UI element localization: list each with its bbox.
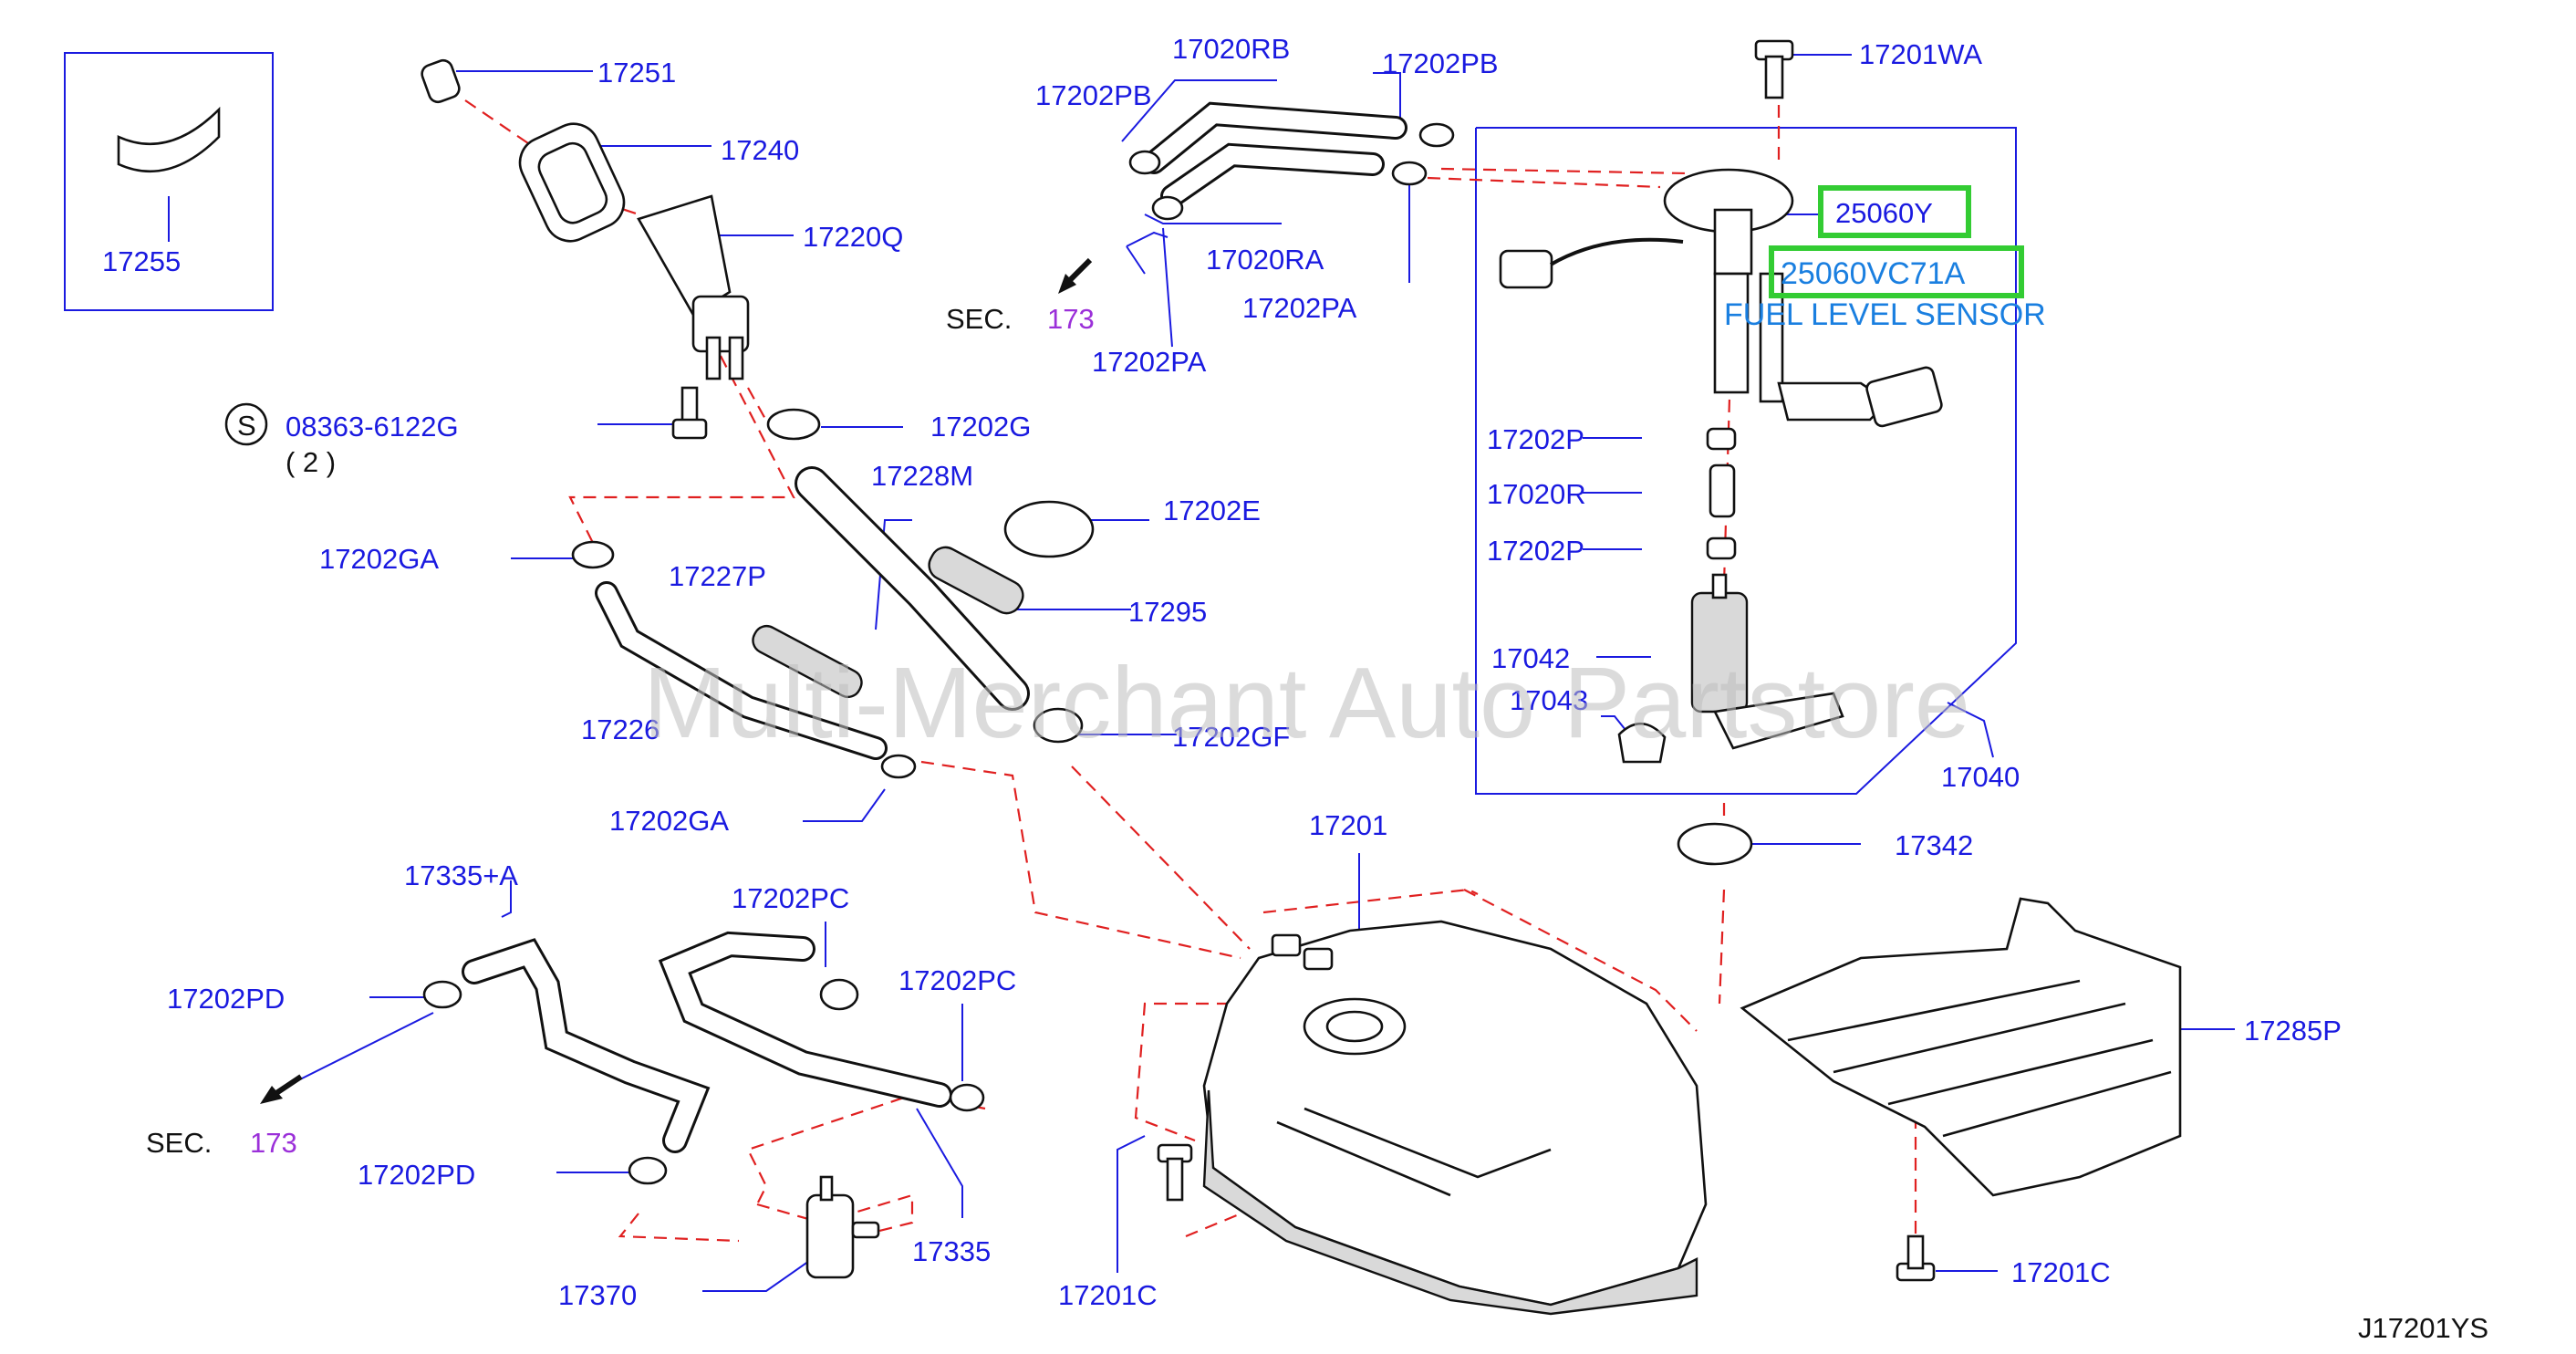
clamp-17202G	[766, 408, 821, 441]
label-17342[interactable]: 17342	[1895, 829, 1973, 861]
detail-frame-17255	[64, 52, 274, 311]
label-17370[interactable]: 17370	[558, 1279, 637, 1311]
bolt-marker-s: S	[237, 410, 256, 442]
fuel-level-sensor	[1865, 366, 1943, 428]
hose-17335	[658, 931, 985, 1112]
label-17202PA-right[interactable]: 17202PA	[1242, 292, 1357, 324]
filler-neck-17220Q	[637, 194, 750, 380]
cap-17251	[421, 58, 461, 104]
label-17201[interactable]: 17201	[1309, 809, 1387, 841]
label-17202PC-right[interactable]: 17202PC	[898, 964, 1016, 996]
clamp-17202E	[1003, 500, 1095, 558]
label-17042[interactable]: 17042	[1491, 642, 1570, 674]
label-17202PD-bottom[interactable]: 17202PD	[358, 1159, 475, 1191]
label-17227P[interactable]: 17227P	[669, 560, 766, 592]
label-17202P-top[interactable]: 17202P	[1487, 423, 1584, 455]
gasket-17342	[1677, 822, 1753, 866]
pump-assembly-frame	[1475, 127, 2017, 795]
bolt-08363	[224, 386, 708, 446]
label-17202PA-left[interactable]: 17202PA	[1092, 346, 1207, 378]
label-17020RB[interactable]: 17020RB	[1172, 33, 1290, 65]
hose-17226	[595, 581, 888, 760]
protector-17285P	[1740, 897, 2182, 1197]
label-17201C-left[interactable]: 17201C	[1058, 1279, 1158, 1311]
sec-arrow-top	[1058, 231, 1169, 294]
sec-label-bottom: SEC.	[146, 1127, 212, 1159]
sec-arrow-bottom	[260, 1074, 303, 1104]
label-25060Y[interactable]: 25060Y	[1835, 197, 1933, 229]
pump-17042	[1690, 573, 1749, 713]
label-17020RA[interactable]: 17020RA	[1206, 244, 1324, 276]
label-17202PD-top[interactable]: 17202PD	[167, 983, 285, 1015]
label-17202E[interactable]: 17202E	[1163, 495, 1261, 526]
label-17202P-bottom[interactable]: 17202P	[1487, 535, 1584, 567]
label-17240[interactable]: 17240	[721, 134, 799, 166]
label-17040[interactable]: 17040	[1941, 761, 2020, 793]
label-17285P[interactable]: 17285P	[2244, 1015, 2342, 1047]
label-17202PB-right[interactable]: 17202PB	[1382, 47, 1499, 79]
label-fuel-level-sensor: FUEL LEVEL SENSOR	[1724, 297, 2046, 332]
clamp-17202P-bottom	[1706, 536, 1737, 560]
sec-number-top[interactable]: 173	[1047, 303, 1095, 335]
watermark-text: Multi-Merchant Auto Partstore	[643, 647, 1970, 759]
highlight-box-25060Y	[1818, 185, 1971, 238]
bracket-17255	[117, 106, 221, 173]
seal-17240	[518, 122, 626, 243]
label-17020R[interactable]: 17020R	[1487, 478, 1586, 510]
clamp-17202P-top	[1706, 427, 1737, 451]
label-17201WA[interactable]: 17201WA	[1859, 38, 1982, 70]
bolt-17201WA	[1754, 39, 1794, 99]
clamp-17202GA-top	[571, 540, 615, 569]
label-17202G[interactable]: 17202G	[930, 411, 1031, 443]
label-17202GA-top[interactable]: 17202GA	[319, 543, 439, 575]
sec-label-top: SEC.	[946, 303, 1012, 335]
canister-17370	[805, 1175, 880, 1279]
part-labels: 17251 17240 17220Q 17255 S 08363-6122G (…	[102, 33, 2488, 1344]
clamp-17202GA-bottom	[880, 754, 917, 779]
label-17202PC-left[interactable]: 17202PC	[732, 882, 849, 914]
label-17202GA-bottom[interactable]: 17202GA	[609, 805, 729, 837]
label-08363-qty: ( 2 )	[286, 446, 336, 478]
label-17220Q[interactable]: 17220Q	[803, 221, 903, 253]
tank-17201	[1202, 920, 1708, 1316]
sec-number-bottom[interactable]: 173	[250, 1127, 297, 1159]
label-17251[interactable]: 17251	[597, 57, 676, 89]
label-25060VC71A[interactable]: 25060VC71A	[1781, 256, 1966, 291]
label-17335[interactable]: 17335	[912, 1235, 991, 1267]
pump-module-17040	[1499, 168, 1891, 422]
label-08363-6122G[interactable]: 08363-6122G	[286, 411, 459, 443]
label-17043[interactable]: 17043	[1510, 684, 1588, 716]
clamp-17202GF	[1033, 707, 1084, 744]
filter-17043	[1617, 692, 1844, 764]
label-17295[interactable]: 17295	[1128, 596, 1207, 628]
hoses-17020R-top	[1128, 101, 1455, 221]
hose-17020R	[1709, 463, 1736, 518]
label-17335A[interactable]: 17335+A	[404, 859, 518, 891]
label-17255[interactable]: 17255	[102, 245, 181, 277]
diagram-code: J17201YS	[2358, 1312, 2488, 1344]
hose-17228M	[795, 466, 1030, 711]
bolt-17201C-right	[1896, 1234, 1936, 1282]
highlight-box-25060VC71A	[1769, 245, 2024, 298]
phantom-lines	[464, 99, 1917, 1268]
label-17202PB-left[interactable]: 17202PB	[1035, 79, 1152, 111]
hose-17335A	[422, 938, 711, 1185]
hose-17295	[928, 546, 1024, 615]
label-17226[interactable]: 17226	[581, 713, 660, 745]
label-17202GF[interactable]: 17202GF	[1172, 721, 1290, 753]
bolt-17201C-left	[1157, 1143, 1193, 1202]
spring-17227P	[752, 624, 863, 699]
label-17201C-right[interactable]: 17201C	[2011, 1256, 2111, 1288]
label-17228M[interactable]: 17228M	[871, 460, 973, 492]
